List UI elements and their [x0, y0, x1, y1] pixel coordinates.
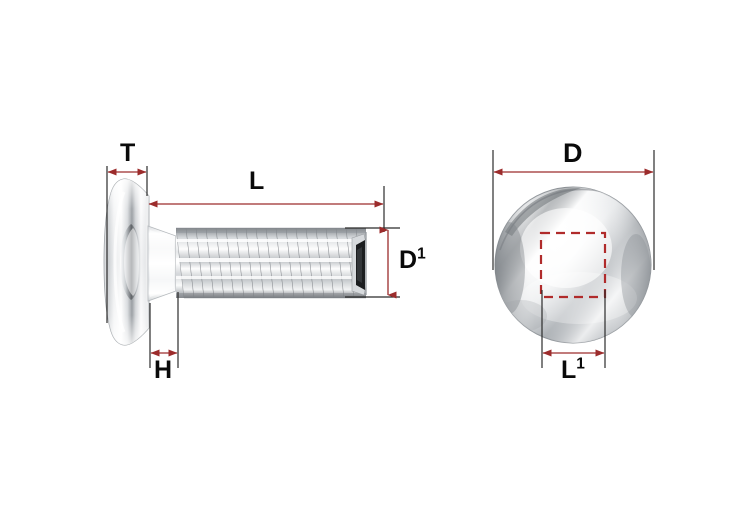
dimension-label-d1-superscript: 1	[417, 245, 426, 263]
dimension-label-l1: L1	[561, 355, 585, 384]
side-view-screw	[103, 178, 367, 346]
dimension-label-h: H	[154, 356, 173, 384]
dimension-label-l: L	[249, 167, 265, 195]
dimension-label-d1-base: D	[399, 246, 418, 274]
side-view-dimensions	[106, 166, 400, 368]
head-view-dimensions	[492, 150, 655, 368]
dimension-label-l1-base: L	[561, 356, 577, 384]
dimension-label-t: T	[120, 139, 136, 167]
socket-drive-hidden-outline	[539, 231, 607, 299]
screw-head-side	[103, 178, 150, 346]
screw-thread-shank	[176, 227, 367, 299]
head-view-dome	[494, 186, 652, 344]
dimension-label-l1-superscript: 1	[576, 355, 585, 373]
dimension-label-d: D	[563, 138, 583, 168]
dimension-label-d1: D1	[399, 245, 426, 274]
thread-teeth	[176, 227, 366, 299]
screw-collar	[147, 225, 177, 302]
